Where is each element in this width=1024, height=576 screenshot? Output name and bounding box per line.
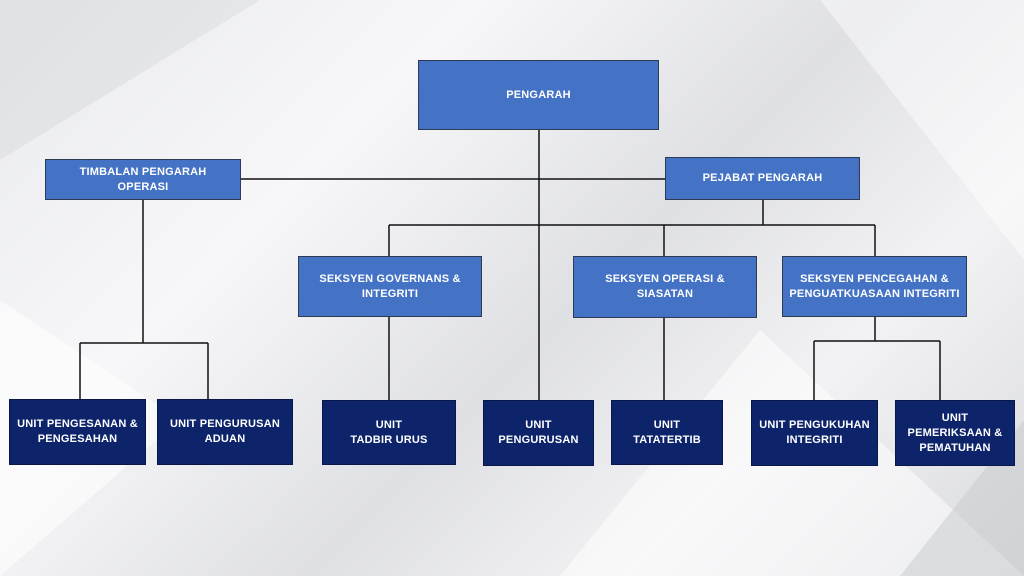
unit-tadbir-urus-box: UNIT TADBIR URUS	[322, 400, 456, 465]
unit-pemeriksaan-box: UNIT PEMERIKSAAN & PEMATUHAN	[895, 400, 1015, 466]
unit-pengurusan-label: UNIT PENGURUSAN	[498, 419, 579, 446]
seksyen-pencegahan-label: SEKSYEN PENCEGAHAN & PENGUATKUASAAN INTE…	[789, 272, 960, 300]
pejabat-pengarah-label: PEJABAT PENGARAH	[702, 172, 823, 184]
seksyen-operasi-label: SEKSYEN OPERASI & SIASATAN	[605, 273, 725, 300]
unit-pengesanan-label: UNIT PENGESANAN & PENGESAHAN	[17, 418, 138, 445]
seksyen-operasi-box: SEKSYEN OPERASI & SIASATAN	[573, 256, 757, 318]
unit-pemeriksaan-label: UNIT PEMERIKSAAN & PEMATUHAN	[907, 411, 1003, 454]
pengarah-label: PENGARAH	[506, 88, 571, 101]
pejabat-pengarah-box: PEJABAT PENGARAH	[665, 157, 860, 200]
timbalan-pengarah-box: TIMBALAN PENGARAH OPERASI	[45, 159, 241, 200]
unit-tatatertib-label: UNIT TATATERTIB	[633, 418, 701, 446]
seksyen-governans-label: SEKSYEN GOVERNANS & INTEGRITI	[319, 272, 461, 300]
unit-pengukuhan-box: UNIT PENGUKUHAN INTEGRITI	[751, 400, 878, 466]
pengarah-box: PENGARAH	[418, 60, 659, 130]
unit-tatatertib-box: UNIT TATATERTIB	[611, 400, 723, 465]
unit-pengukuhan-label: UNIT PENGUKUHAN INTEGRITI	[759, 419, 870, 446]
seksyen-pencegahan-box: SEKSYEN PENCEGAHAN & PENGUATKUASAAN INTE…	[782, 256, 967, 317]
timbalan-pengarah-label: TIMBALAN PENGARAH OPERASI	[79, 165, 207, 193]
unit-pengurusan-aduan-box: UNIT PENGURUSAN ADUAN	[157, 399, 293, 465]
seksyen-governans-box: SEKSYEN GOVERNANS & INTEGRITI	[298, 256, 482, 317]
unit-tadbir-urus-label: UNIT TADBIR URUS	[350, 418, 428, 446]
unit-pengesanan-box: UNIT PENGESANAN & PENGESAHAN	[9, 399, 146, 465]
unit-pengurusan-box: UNIT PENGURUSAN	[483, 400, 594, 466]
unit-pengurusan-aduan-label: UNIT PENGURUSAN ADUAN	[170, 418, 280, 445]
